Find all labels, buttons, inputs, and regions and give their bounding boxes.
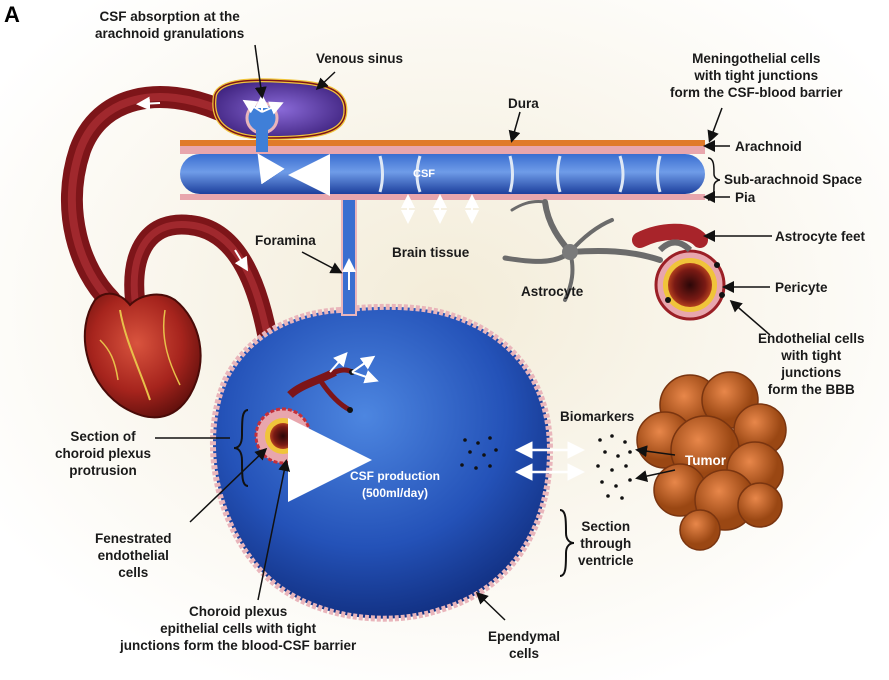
label-pia: Pia xyxy=(735,189,755,206)
label-venous-sinus: Venous sinus xyxy=(316,50,403,67)
label-arachnoid: Arachnoid xyxy=(735,138,802,155)
label-csf: CSF xyxy=(413,166,435,183)
label-brain-tissue: Brain tissue xyxy=(392,244,469,261)
label-pericyte: Pericyte xyxy=(775,279,828,296)
label-meningothelial: Meningothelial cells with tight junction… xyxy=(670,50,843,101)
label-tumor: Tumor xyxy=(685,452,726,469)
label-csf-production: CSF production (500ml/day) xyxy=(350,468,440,502)
label-ependymal: Ependymal cells xyxy=(488,628,560,662)
label-section-choroid: Section of choroid plexus protrusion xyxy=(55,428,151,479)
panel-letter: A xyxy=(4,2,20,28)
foramina-channel xyxy=(342,190,356,315)
label-choroid-epithelial: Choroid plexus epithelial cells with tig… xyxy=(120,603,356,654)
vein-flow-arrow xyxy=(140,103,160,104)
label-foramina: Foramina xyxy=(255,232,316,249)
label-fenestrated: Fenestrated endothelial cells xyxy=(95,530,172,581)
label-section-ventricle: Section through ventricle xyxy=(578,518,634,569)
label-endothelial-bbb: Endothelial cells with tight junctions f… xyxy=(758,330,865,398)
label-astrocyte: Astrocyte xyxy=(521,283,583,300)
label-subarachnoid: Sub-arachnoid Space xyxy=(724,171,862,188)
label-csf-absorption: CSF absorption at the arachnoid granulat… xyxy=(95,8,244,42)
subarachnoid-space xyxy=(180,154,705,194)
label-dura: Dura xyxy=(508,95,539,112)
label-biomarkers: Biomarkers xyxy=(560,408,634,425)
label-astrocyte-feet: Astrocyte feet xyxy=(775,228,865,245)
